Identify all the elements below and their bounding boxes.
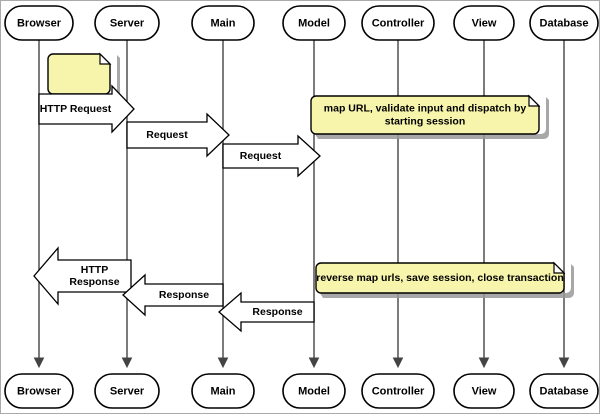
participant-box-browser[interactable] [4, 373, 74, 409]
message-label-response-model-main: Response [252, 306, 302, 318]
note-reverse-body [315, 262, 565, 294]
participant-box-controller[interactable] [361, 5, 435, 41]
participant-top-browser[interactable]: Browser [4, 5, 74, 41]
participant-label-database: Database [540, 17, 589, 29]
note-empty [47, 52, 120, 99]
participant-label-main: Main [210, 385, 235, 397]
participant-bottom-main[interactable]: Main [191, 373, 255, 409]
message-arrow-request-main-model [222, 134, 321, 178]
lifeline-controller [392, 40, 404, 369]
participant-top-controller[interactable]: Controller [361, 5, 435, 41]
participant-top-model[interactable]: Model [282, 5, 346, 41]
message-http-request: HTTP Request [38, 84, 135, 134]
participant-box-controller[interactable] [361, 373, 435, 409]
participant-label-main: Main [210, 17, 235, 29]
participant-label-server: Server [110, 385, 145, 397]
note-dispatch-body [310, 95, 540, 135]
lifeline-arrowhead-database [558, 357, 570, 369]
note-dispatch: map URL, validate input and dispatch bys… [310, 94, 549, 139]
participant-bottom-database[interactable]: Database [529, 373, 599, 409]
message-label-http-response: Response [69, 276, 119, 288]
participant-box-main[interactable] [191, 5, 255, 41]
messages-layer: HTTP RequestRequestRequestHTTPResponseRe… [33, 84, 321, 333]
note-reverse-text-line: reverse map urls, save session, close tr… [316, 272, 563, 284]
participant-label-model: Model [298, 17, 330, 29]
note-dispatch-text-line: map URL, validate input and dispatch by [324, 102, 527, 114]
participant-box-model[interactable] [282, 5, 346, 41]
participant-label-server: Server [110, 17, 145, 29]
lifeline-view [478, 40, 490, 369]
lifeline-arrowhead-model [308, 357, 320, 369]
message-label-request-server-main: Request [146, 129, 188, 141]
participant-bottom-controller[interactable]: Controller [361, 373, 435, 409]
message-arrow-response-main-server [122, 273, 224, 317]
message-arrow-request-server-main [126, 112, 230, 158]
lifeline-arrowhead-browser [33, 357, 45, 369]
message-label-http-response: HTTP [81, 264, 108, 276]
participant-box-server[interactable] [94, 373, 160, 409]
participant-label-model: Model [298, 385, 330, 397]
participant-box-view[interactable] [453, 373, 515, 409]
message-request-server-main: Request [126, 112, 230, 158]
participant-box-model[interactable] [282, 373, 346, 409]
message-label-request-main-model: Request [240, 150, 282, 162]
message-response-main-server: Response [122, 273, 224, 317]
participant-box-server[interactable] [94, 5, 160, 41]
message-label-response-main-server: Response [159, 289, 209, 301]
participant-box-view[interactable] [453, 5, 515, 41]
participant-bottom-browser[interactable]: Browser [4, 373, 74, 409]
message-label-http-request: HTTP Request [40, 103, 112, 115]
lifeline-browser [33, 40, 45, 369]
lifeline-arrowhead-controller [392, 357, 404, 369]
note-reverse-fold-icon [553, 261, 566, 274]
message-arrow-http-request [38, 84, 135, 134]
participant-box-database[interactable] [529, 373, 599, 409]
participant-bottom-view[interactable]: View [453, 373, 515, 409]
message-arrow-http-response [33, 246, 132, 306]
participant-boxes-layer: BrowserBrowserServerServerMainMainModelM… [4, 5, 599, 409]
lifeline-arrowhead-main [217, 357, 229, 369]
note-reverse: reverse map urls, save session, close tr… [315, 261, 574, 298]
participant-label-view: View [472, 17, 497, 29]
participant-bottom-server[interactable]: Server [94, 373, 160, 409]
participant-label-controller: Controller [372, 17, 425, 29]
participant-bottom-model[interactable]: Model [282, 373, 346, 409]
participant-box-browser[interactable] [4, 5, 74, 41]
note-empty-fold-icon [99, 52, 112, 65]
message-arrow-response-model-main [218, 291, 315, 333]
participant-label-view: View [472, 385, 497, 397]
message-request-main-model: Request [222, 134, 321, 178]
participant-top-view[interactable]: View [453, 5, 515, 41]
participant-box-database[interactable] [529, 5, 599, 41]
participant-top-main[interactable]: Main [191, 5, 255, 41]
participant-label-browser: Browser [17, 385, 62, 397]
notes-layer: map URL, validate input and dispatch bys… [47, 52, 574, 298]
participant-top-server[interactable]: Server [94, 5, 160, 41]
participant-label-browser: Browser [17, 17, 62, 29]
lifeline-server [121, 40, 133, 369]
note-dispatch-text-line: starting session [385, 115, 466, 127]
participant-box-main[interactable] [191, 373, 255, 409]
participant-label-controller: Controller [372, 385, 425, 397]
participant-label-database: Database [540, 385, 589, 397]
note-dispatch-fold-icon [528, 94, 541, 107]
lifeline-database [558, 40, 570, 369]
message-response-model-main: Response [218, 291, 315, 333]
participant-top-database[interactable]: Database [529, 5, 599, 41]
lifeline-arrowhead-server [121, 357, 133, 369]
lifeline-arrowhead-view [478, 357, 490, 369]
